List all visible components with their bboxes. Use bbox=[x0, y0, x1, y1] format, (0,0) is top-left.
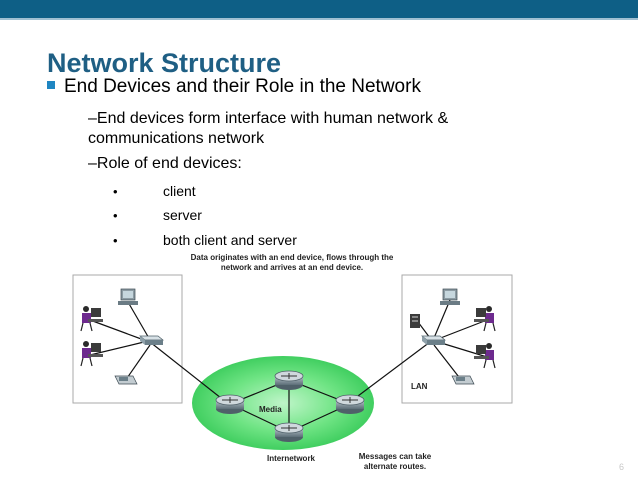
sub-bullet-roles: –Role of end devices: bbox=[88, 155, 242, 172]
router-left bbox=[215, 394, 245, 414]
slide-title: Network Structure bbox=[47, 48, 282, 78]
router-right bbox=[335, 394, 365, 414]
media-label: Media bbox=[259, 405, 282, 414]
switch-right bbox=[421, 335, 446, 345]
desktop-computer-icon bbox=[440, 288, 460, 305]
main-bullet: End Devices and their Role in the Networ… bbox=[47, 76, 421, 98]
media-cloud bbox=[192, 356, 374, 450]
router-bottom bbox=[274, 422, 304, 442]
internetwork-label: Internetwork bbox=[267, 454, 316, 463]
bullet-dot-icon: • bbox=[113, 208, 118, 223]
desktop-computer-icon bbox=[118, 288, 138, 305]
server-icon bbox=[410, 314, 420, 328]
role-both: both client and server bbox=[163, 232, 297, 248]
role-server: server bbox=[163, 207, 202, 223]
square-bullet-icon bbox=[47, 81, 55, 89]
user-workstation-icon bbox=[80, 341, 103, 367]
user-workstation-icon bbox=[474, 343, 496, 369]
bullet-dot-icon: • bbox=[113, 184, 118, 199]
switch-left bbox=[139, 335, 164, 345]
page-number: 6 bbox=[619, 462, 625, 472]
role-client: client bbox=[163, 183, 196, 199]
sub-bullet-interface: –End devices form interface with human n… bbox=[88, 110, 449, 147]
user-workstation-icon bbox=[80, 306, 103, 332]
bullet-dot-icon: • bbox=[113, 233, 118, 248]
ip-phone-icon bbox=[451, 375, 475, 385]
lan-label: LAN bbox=[411, 382, 428, 391]
diagram-caption: Data originates with an end device, flow… bbox=[190, 253, 394, 272]
main-bullet-text: End Devices and their Role in the Networ… bbox=[64, 76, 421, 97]
routes-note: Messages can take alternate routes. bbox=[358, 452, 432, 471]
router-top bbox=[274, 370, 304, 390]
user-workstation-icon bbox=[474, 306, 496, 332]
ip-phone-icon bbox=[114, 375, 138, 385]
slide-banner bbox=[0, 0, 638, 20]
